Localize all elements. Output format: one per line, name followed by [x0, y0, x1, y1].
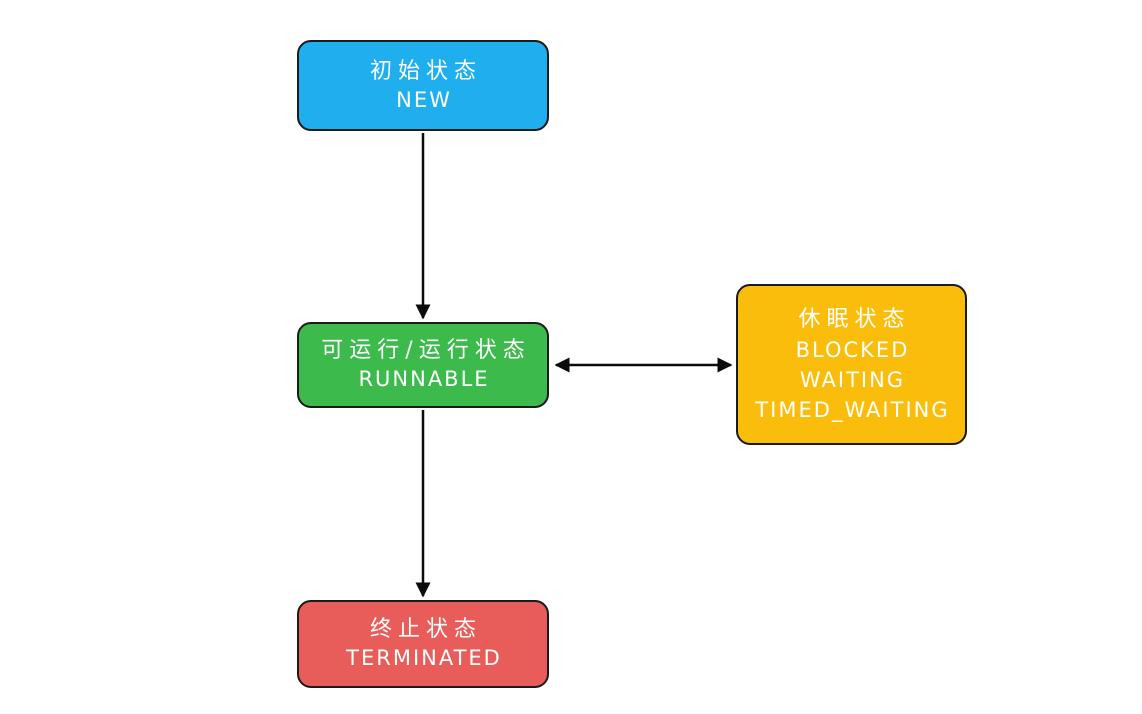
- node-terminated-label-en: TERMINATED: [346, 646, 502, 670]
- node-new-state: 初始状态 NEW: [297, 40, 549, 131]
- node-terminated-label-zh: 终止状态: [369, 617, 482, 642]
- node-new-label-zh: 初始状态: [369, 58, 482, 84]
- node-terminated-state: 终止状态 TERMINATED: [297, 600, 549, 688]
- node-runnable-state: 可运行/运行状态 RUNNABLE: [297, 322, 549, 408]
- node-sleep-label-timed-waiting: TIMED_WAITING: [755, 397, 950, 422]
- node-runnable-label-zh: 可运行/运行状态: [321, 338, 531, 363]
- node-sleep-state: 休眠状态 BLOCKED WAITING TIMED_WAITING: [736, 284, 967, 445]
- node-sleep-label-zh: 休眠状态: [798, 306, 911, 332]
- node-runnable-label-en: RUNNABLE: [358, 367, 490, 391]
- node-sleep-label-blocked: BLOCKED: [795, 337, 910, 362]
- node-sleep-label-waiting: WAITING: [799, 367, 906, 392]
- node-new-label-en: NEW: [396, 87, 452, 112]
